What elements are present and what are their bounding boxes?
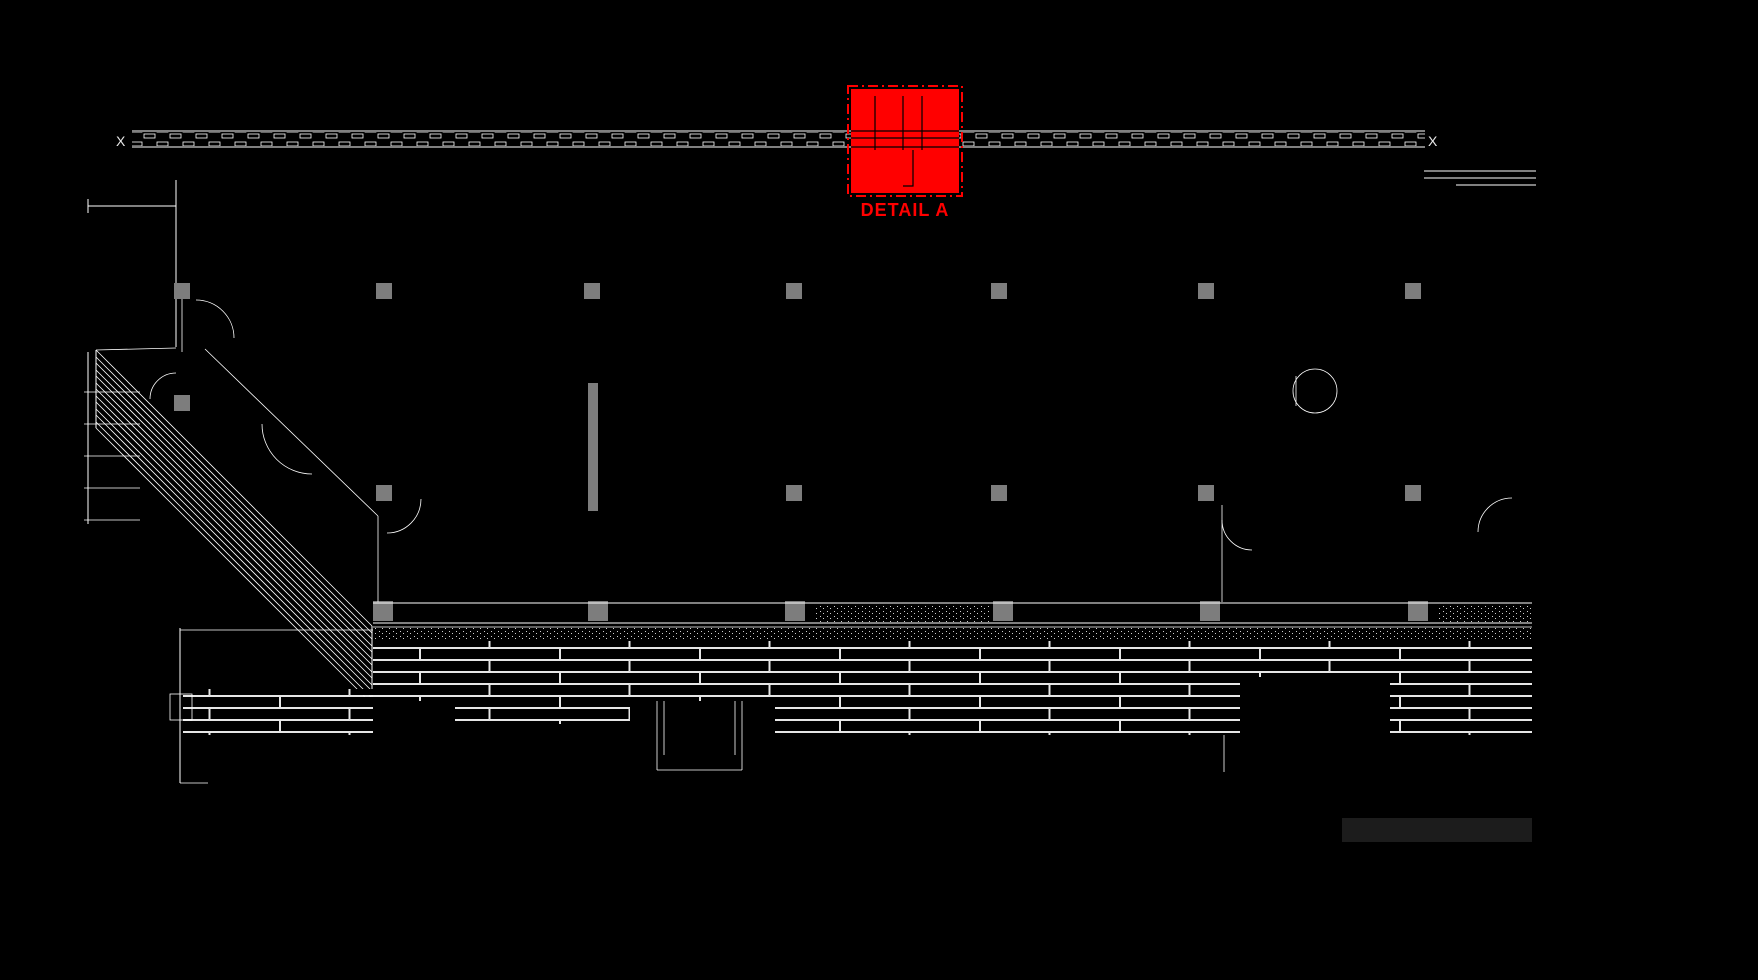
column [786, 283, 802, 299]
left-upper-wall [87, 180, 177, 347]
wall-rubble-hatch [815, 605, 990, 622]
column [991, 283, 1007, 299]
door-arc [195, 299, 235, 339]
brick-band [373, 677, 1240, 701]
door-arc [386, 498, 422, 534]
detail-a-dashdot-border [847, 85, 963, 197]
brick-band [775, 701, 1240, 735]
ramp-railing [181, 299, 379, 602]
gravel-band [373, 628, 1532, 639]
column [993, 601, 1013, 621]
brick-band [1390, 677, 1532, 735]
column [1408, 601, 1428, 621]
door-arc [1221, 519, 1253, 551]
door-circle [1292, 368, 1338, 414]
column [1405, 485, 1421, 501]
columns-grid [174, 283, 1428, 621]
top-wall: X X [116, 130, 1438, 149]
brick-band [373, 641, 1532, 677]
column [991, 485, 1007, 501]
detail-a-overlay-lines [851, 96, 959, 187]
ramp-hatch-lines [95, 347, 373, 705]
door-arc [261, 423, 313, 475]
door-arc [149, 372, 177, 400]
brick-courses [183, 641, 1532, 735]
detail-a-callout: DETAIL A [847, 85, 963, 220]
detail-a-label: DETAIL A [861, 200, 950, 220]
title-block-bar [1342, 818, 1532, 842]
detail-a-highlight[interactable] [851, 89, 959, 193]
column [174, 283, 190, 299]
column [588, 601, 608, 621]
wall-break-left: X [116, 133, 126, 149]
column [373, 601, 393, 621]
bottom-wall [373, 602, 1532, 639]
column [376, 485, 392, 501]
small-pier [169, 693, 193, 721]
column [1198, 283, 1214, 299]
right-continuation-lines [1424, 170, 1536, 186]
column [785, 601, 805, 621]
column [1198, 485, 1214, 501]
interior-wall-bar [588, 383, 598, 511]
door-swings [149, 299, 1513, 551]
brick-band [183, 689, 373, 735]
door-arc [1477, 497, 1513, 533]
column [1200, 601, 1220, 621]
column [584, 283, 600, 299]
column [174, 395, 190, 411]
lower-shaft [656, 701, 1225, 772]
wall-rubble-hatch [1438, 605, 1532, 622]
column [1405, 283, 1421, 299]
left-edge-caps [84, 352, 140, 524]
bottom-left-structure [169, 628, 373, 784]
wall-break-right: X [1428, 133, 1438, 149]
column [786, 485, 802, 501]
column [376, 283, 392, 299]
brick-band [455, 701, 630, 724]
